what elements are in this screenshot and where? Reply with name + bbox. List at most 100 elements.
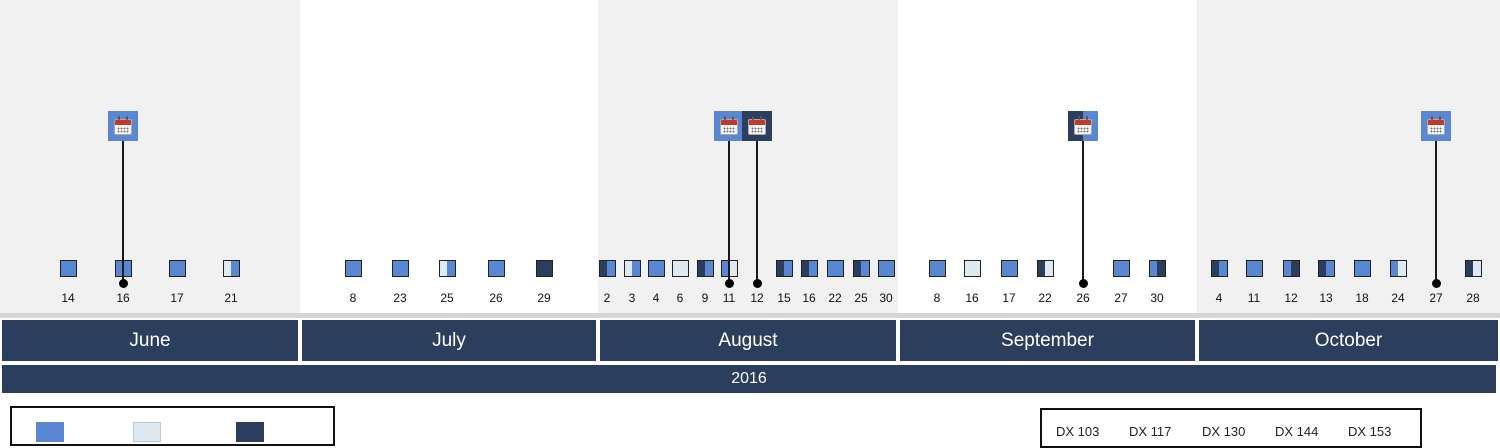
day-marker[interactable] <box>1389 260 1407 277</box>
legend-swatch-medium <box>36 422 64 442</box>
calendar-glyph <box>1074 119 1092 135</box>
event-stem-dot <box>724 278 734 288</box>
day-label: 25 <box>440 291 454 305</box>
calendar-event-icon[interactable] <box>1421 111 1451 141</box>
calendar-event-icon[interactable] <box>742 111 772 141</box>
calendar-ring <box>724 116 726 120</box>
day-label: 14 <box>61 291 75 305</box>
calendar-ring <box>1086 116 1088 120</box>
day-label: 18 <box>1355 291 1369 305</box>
day-label: 27 <box>1114 291 1128 305</box>
calendar-ring <box>126 116 128 120</box>
calendar-glyph <box>720 119 738 135</box>
calendar-grid <box>1430 127 1442 133</box>
event-stem <box>756 141 758 283</box>
day-marker[interactable] <box>928 260 946 277</box>
calendar-ring <box>760 116 762 120</box>
day-label: 30 <box>1150 291 1164 305</box>
year-label: 2016 <box>731 370 767 387</box>
day-label: 26 <box>489 291 503 305</box>
dx-legend-item: DX 117 <box>1129 424 1172 439</box>
day-marker[interactable] <box>1000 260 1018 277</box>
calendar-header <box>115 120 131 125</box>
day-marker[interactable] <box>391 260 409 277</box>
calendar-glyph <box>748 119 766 135</box>
day-marker[interactable] <box>1245 260 1263 277</box>
legend-swatch-light <box>133 422 161 442</box>
day-label: 9 <box>701 291 709 305</box>
dx-legend-item: DX 103 <box>1056 424 1100 439</box>
day-marker[interactable] <box>344 260 362 277</box>
calendar-ring <box>1439 116 1441 120</box>
day-label: 21 <box>224 291 238 305</box>
day-label: 27 <box>1429 291 1443 305</box>
day-marker[interactable] <box>647 260 665 277</box>
day-marker[interactable] <box>826 260 844 277</box>
day-label: 16 <box>116 291 130 305</box>
calendar-ring <box>752 116 754 120</box>
timeline-separator <box>0 313 1500 318</box>
day-marker[interactable] <box>775 260 793 277</box>
day-marker[interactable] <box>222 260 240 277</box>
day-label: 17 <box>170 291 184 305</box>
day-marker[interactable] <box>1210 260 1228 277</box>
event-stem-dot <box>1431 278 1441 288</box>
day-label: 25 <box>854 291 868 305</box>
day-marker[interactable] <box>168 260 186 277</box>
day-label: 12 <box>750 291 764 305</box>
calendar-event-icon[interactable] <box>1068 111 1098 141</box>
event-stem <box>1435 141 1437 283</box>
day-label: 22 <box>1038 291 1052 305</box>
calendar-glyph <box>114 119 132 135</box>
month-header-september: September <box>900 320 1195 361</box>
dx-legend-item: DX 144 <box>1275 424 1319 439</box>
calendar-grid <box>723 127 735 133</box>
day-marker[interactable] <box>1112 260 1130 277</box>
event-stem <box>122 141 124 283</box>
calendar-ring <box>118 116 120 120</box>
day-marker[interactable] <box>1148 260 1166 277</box>
day-label: 3 <box>628 291 636 305</box>
day-marker[interactable] <box>696 260 714 277</box>
day-label: 12 <box>1284 291 1298 305</box>
day-marker[interactable] <box>1464 260 1482 277</box>
day-marker[interactable] <box>671 260 689 277</box>
day-label: 11 <box>722 291 736 305</box>
day-marker[interactable] <box>877 260 895 277</box>
day-label: 11 <box>1247 291 1261 305</box>
day-marker[interactable] <box>852 260 870 277</box>
month-band-june <box>0 0 300 313</box>
calendar-glyph <box>1427 119 1445 135</box>
dx-legend-item: DX 130 <box>1202 424 1246 439</box>
calendar-grid <box>117 127 129 133</box>
day-marker[interactable] <box>487 260 505 277</box>
day-marker[interactable] <box>1282 260 1300 277</box>
day-label: 6 <box>676 291 684 305</box>
day-label: 30 <box>879 291 893 305</box>
day-marker[interactable] <box>535 260 553 277</box>
calendar-grid <box>751 127 763 133</box>
day-marker[interactable] <box>1317 260 1335 277</box>
calendar-grid <box>1077 127 1089 133</box>
year-bar: 2016 <box>2 365 1496 393</box>
day-marker[interactable] <box>59 260 77 277</box>
day-label: 28 <box>1466 291 1480 305</box>
day-marker[interactable] <box>598 260 616 277</box>
calendar-header <box>749 120 765 125</box>
day-label: 24 <box>1391 291 1405 305</box>
day-marker[interactable] <box>623 260 641 277</box>
month-header-july: July <box>302 320 596 361</box>
day-marker[interactable] <box>1353 260 1371 277</box>
day-marker[interactable] <box>1036 260 1054 277</box>
calendar-event-icon[interactable] <box>108 111 138 141</box>
day-marker[interactable] <box>963 260 981 277</box>
day-marker[interactable] <box>800 260 818 277</box>
day-marker[interactable] <box>438 260 456 277</box>
calendar-header <box>1428 120 1444 125</box>
month-band-october <box>1197 0 1500 313</box>
calendar-event-icon[interactable] <box>714 111 744 141</box>
month-header-august: August <box>600 320 896 361</box>
month-header-october: October <box>1199 320 1498 361</box>
